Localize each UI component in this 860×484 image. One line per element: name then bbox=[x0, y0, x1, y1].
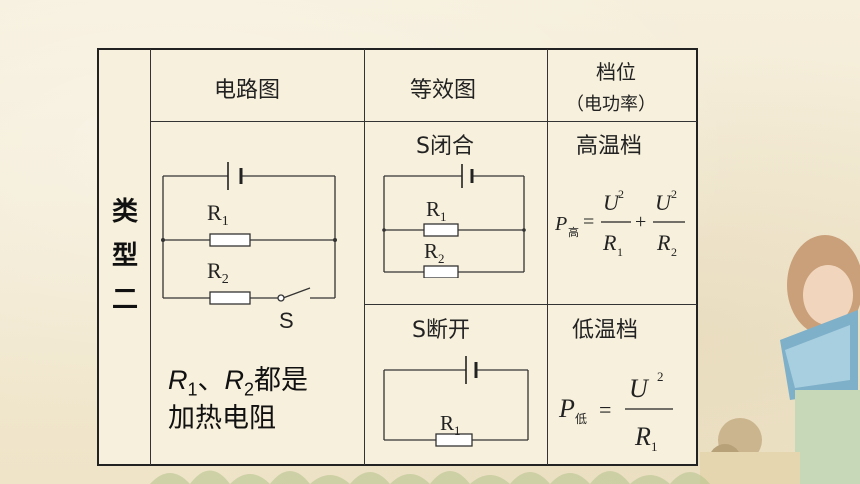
type-label-char-1: 类 bbox=[111, 197, 138, 227]
svg-text:U: U bbox=[629, 374, 650, 403]
svg-text:2: 2 bbox=[657, 369, 664, 384]
resistor-r2 bbox=[423, 265, 459, 278]
main-circuit-diagram: R1 R2 S bbox=[161, 162, 337, 333]
note-line-2: 加热电阻 bbox=[168, 403, 276, 434]
svg-text:2: 2 bbox=[671, 187, 677, 201]
divider-v1 bbox=[150, 49, 151, 465]
resistor-r1 bbox=[209, 233, 251, 247]
note-r2-sub: 2 bbox=[244, 379, 255, 400]
formula-high: P 高 = U 2 R 1 + U 2 R 2 bbox=[555, 187, 685, 259]
note-r2: R bbox=[224, 365, 245, 395]
svg-text:=: = bbox=[583, 211, 594, 233]
header-power: （电功率） bbox=[566, 94, 656, 115]
svg-text:2: 2 bbox=[671, 245, 677, 259]
svg-text:=: = bbox=[599, 397, 611, 422]
svg-text:2: 2 bbox=[618, 187, 624, 201]
level-high: 高温档 bbox=[576, 134, 643, 159]
divider-h1 bbox=[150, 121, 697, 122]
formula-low: P 低 = U 2 R 1 bbox=[558, 369, 673, 454]
svg-text:U: U bbox=[655, 190, 673, 215]
r1-label: R1 bbox=[207, 200, 229, 229]
svg-text:高: 高 bbox=[568, 225, 579, 239]
svg-text:低: 低 bbox=[575, 412, 587, 426]
equivalent-circuit-closed: R1 R2 bbox=[382, 164, 526, 278]
svg-text:P: P bbox=[555, 213, 567, 235]
type-label-char-3: 二 bbox=[111, 285, 138, 315]
r2-label: R2 bbox=[424, 239, 445, 266]
svg-text:1: 1 bbox=[651, 439, 658, 454]
note-sep: 、 bbox=[197, 365, 225, 396]
r1-label: R1 bbox=[440, 411, 461, 438]
header-level: 档位 bbox=[596, 60, 636, 84]
level-low: 低温档 bbox=[572, 318, 639, 343]
divider-v2 bbox=[364, 49, 365, 465]
note-r1: R bbox=[168, 365, 188, 395]
svg-text:R: R bbox=[634, 422, 651, 451]
note-tail: 都是 bbox=[254, 365, 309, 396]
header-equivalent: 等效图 bbox=[410, 78, 477, 103]
eq-title-open: S断开 bbox=[412, 318, 470, 343]
svg-text:+: + bbox=[635, 211, 646, 233]
comparison-table bbox=[97, 48, 698, 466]
svg-text:R: R bbox=[656, 230, 671, 255]
note-line-1: R1、R2都是 bbox=[168, 358, 308, 400]
grass-decoration bbox=[150, 470, 710, 484]
divider-h2 bbox=[364, 304, 697, 305]
junction-right bbox=[522, 228, 526, 232]
resistor-r2 bbox=[209, 291, 251, 305]
junction-right bbox=[333, 238, 337, 242]
resistor-r1 bbox=[435, 433, 473, 447]
resistor-r1 bbox=[423, 223, 459, 237]
junction-left bbox=[382, 228, 386, 232]
svg-text:R: R bbox=[602, 230, 617, 255]
header-circuit: 电路图 bbox=[214, 78, 281, 103]
type-label-char-2: 型 bbox=[111, 241, 138, 271]
girl-reading-illustration bbox=[700, 235, 860, 484]
junction-left bbox=[161, 238, 165, 242]
note-r1-sub: 1 bbox=[187, 379, 198, 400]
switch-label: S bbox=[279, 308, 294, 333]
type-label: 类 型 二 bbox=[100, 190, 150, 322]
equivalent-circuit-open: R1 bbox=[383, 356, 529, 447]
svg-text:U: U bbox=[603, 190, 621, 215]
divider-v3 bbox=[547, 49, 548, 465]
svg-text:1: 1 bbox=[617, 245, 623, 259]
switch-contact bbox=[277, 294, 285, 302]
svg-text:P: P bbox=[558, 394, 575, 423]
r2-label: R2 bbox=[207, 258, 229, 287]
r1-label: R1 bbox=[426, 197, 447, 224]
eq-title-closed: S闭合 bbox=[416, 134, 474, 159]
